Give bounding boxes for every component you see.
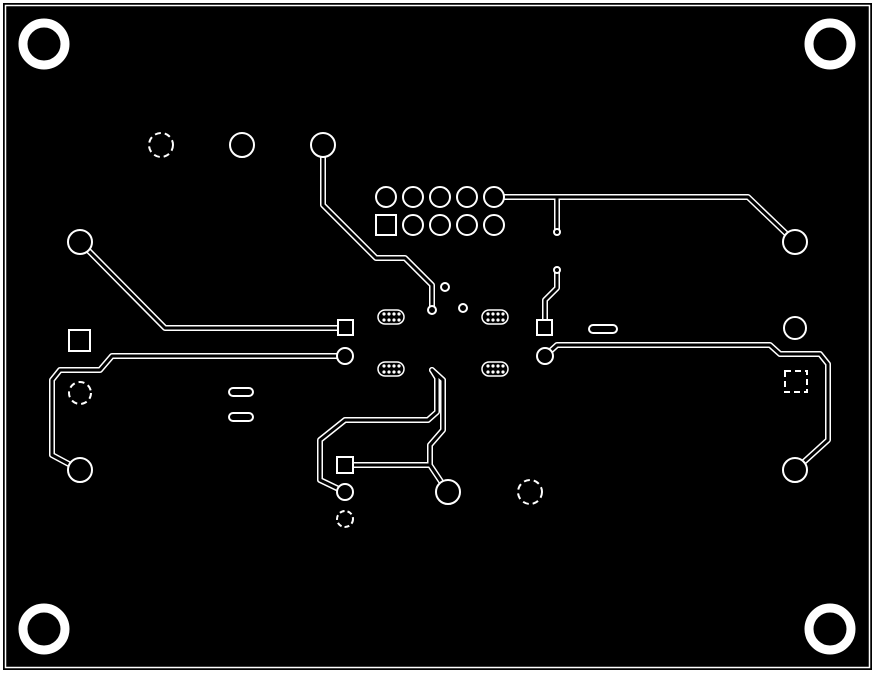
- board-edge: [4, 4, 871, 669]
- small-pads: [336, 228, 561, 528]
- header-pin: [375, 186, 397, 208]
- header-connector: [375, 186, 505, 236]
- pad-square-bottom: [336, 456, 354, 474]
- square-pads: [68, 319, 808, 474]
- ic-footprint-bottom-left: [377, 361, 405, 377]
- header-pin: [483, 186, 505, 208]
- oval-pad-right: [588, 324, 618, 334]
- pad-bottom-right: [517, 479, 543, 505]
- pad-bottom-small-1: [336, 483, 354, 501]
- header-pin: [483, 214, 505, 236]
- board-substrate: [3, 3, 872, 670]
- mounting-hole-bottom-right: [804, 603, 856, 655]
- header-pin: [456, 214, 478, 236]
- round-pads: [67, 132, 808, 505]
- pad-left-bottom: [67, 457, 93, 483]
- mounting-hole-top-left: [18, 18, 70, 70]
- pad-j2-b: [536, 347, 554, 365]
- pad-square-j2: [536, 319, 553, 336]
- via-center: [458, 303, 468, 313]
- via-right-small: [553, 266, 561, 274]
- header-pin-1: [375, 214, 397, 236]
- pad-right-bottom: [782, 457, 808, 483]
- ic-footprint-top-left: [377, 309, 405, 325]
- mounting-holes: [18, 18, 856, 655]
- header-pin: [429, 186, 451, 208]
- mounting-hole-top-right: [804, 18, 856, 70]
- pad-square-right-dashed: [784, 370, 808, 393]
- pad-top-1: [148, 132, 174, 158]
- via-top-center: [440, 282, 450, 292]
- header-pin: [429, 214, 451, 236]
- header-pin: [456, 186, 478, 208]
- via-center-left: [427, 305, 437, 315]
- via-right-stub: [553, 228, 561, 236]
- pad-top-2: [229, 132, 255, 158]
- ic-footprints: [377, 309, 509, 377]
- pad-left-top: [67, 229, 93, 255]
- mounting-hole-bottom-left: [18, 603, 70, 655]
- header-pin: [402, 186, 424, 208]
- ic-footprint-top-right: [481, 309, 509, 325]
- pad-top-3: [310, 132, 336, 158]
- copper-traces: [49, 143, 831, 495]
- oval-pads: [228, 324, 618, 422]
- pad-bottom-center: [435, 479, 461, 505]
- pad-j1-b: [336, 347, 354, 365]
- oval-pad-left-1: [228, 387, 254, 397]
- pad-bottom-small-2: [336, 510, 354, 528]
- pad-right-mid: [783, 316, 807, 340]
- pad-square-j1: [337, 319, 354, 336]
- pad-right-top: [782, 229, 808, 255]
- pad-left-mid: [68, 381, 92, 405]
- header-pin: [402, 214, 424, 236]
- pad-square-left: [68, 329, 91, 352]
- ic-footprint-bottom-right: [481, 361, 509, 377]
- oval-pad-left-2: [228, 412, 254, 422]
